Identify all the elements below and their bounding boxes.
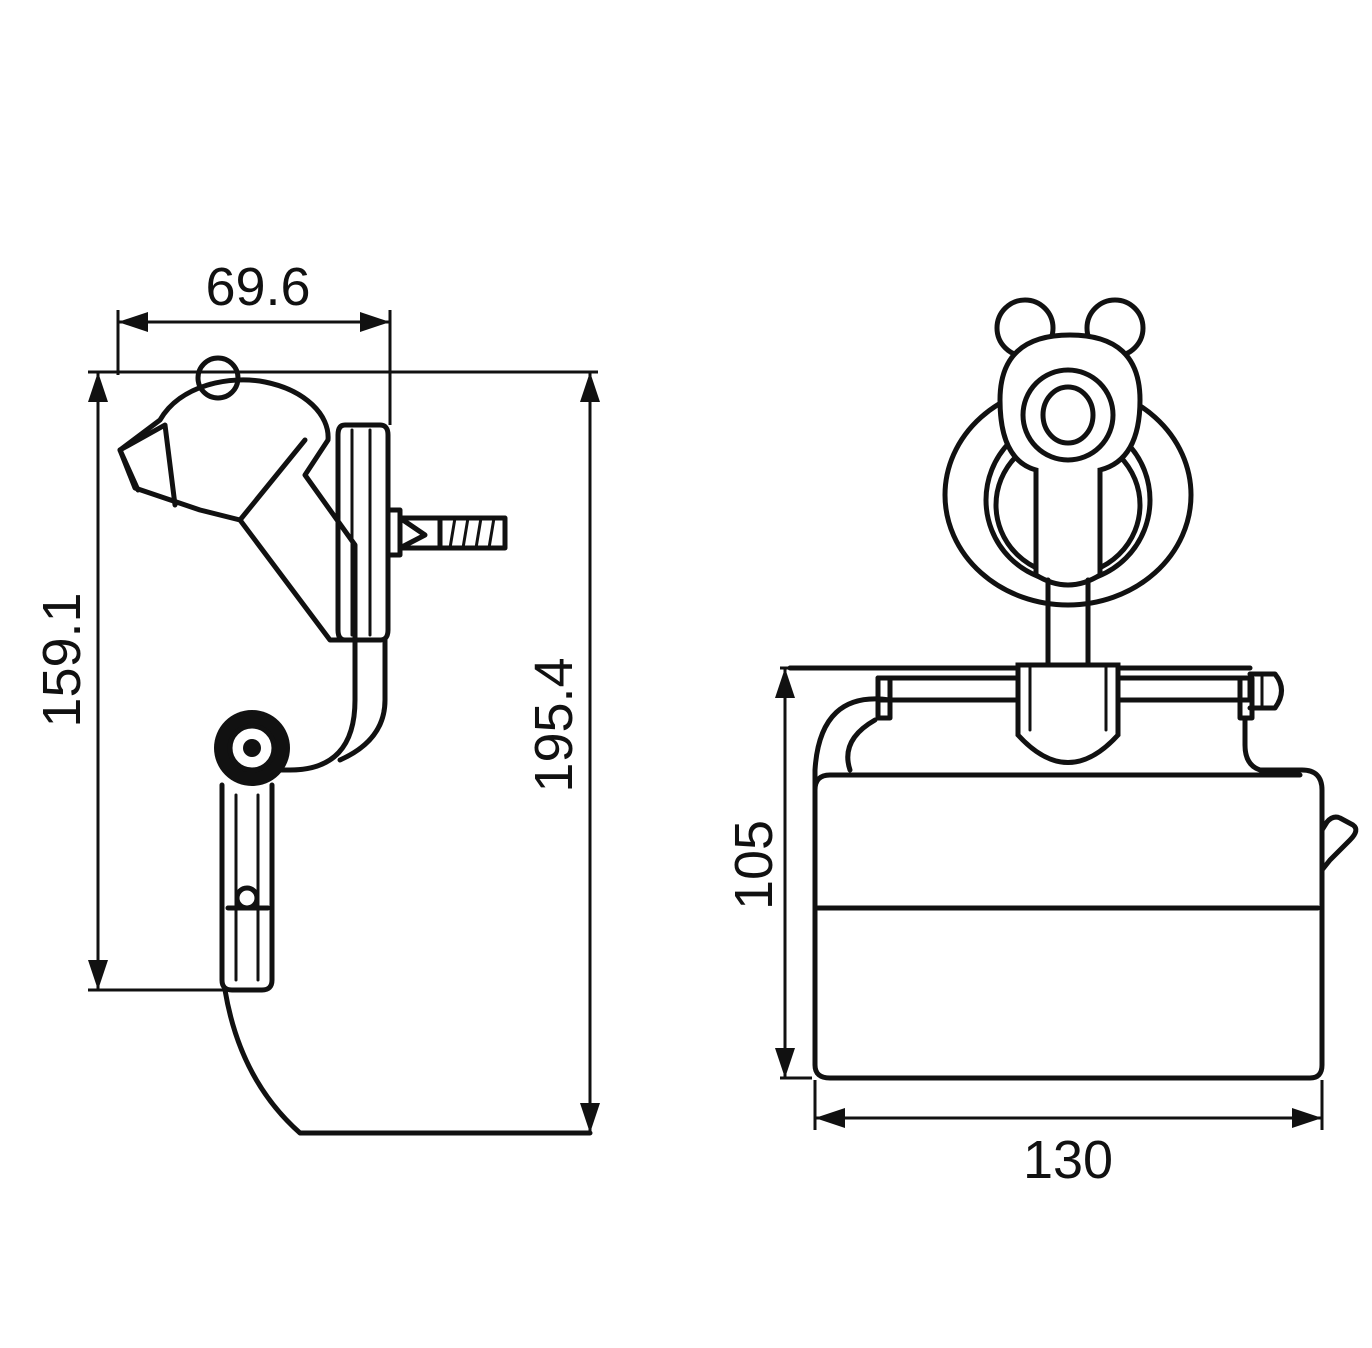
- side-anchor-screw: [385, 507, 508, 558]
- side-view: 69.6 159.1 195.4: [32, 257, 600, 1136]
- side-bear-head: [117, 355, 358, 643]
- side-flap-cover: [222, 987, 593, 1136]
- side-flap-lever: [219, 782, 275, 993]
- side-curved-arm-inner: [337, 637, 388, 763]
- dim-side-width: 69.6: [116, 257, 392, 425]
- front-stem: [1045, 577, 1091, 668]
- dim-side-height-inner: 159.1: [32, 372, 225, 992]
- front-cover: [812, 696, 1359, 1081]
- front-bear-head: [994, 297, 1146, 588]
- dim-front-height-label: 105: [724, 820, 784, 910]
- side-curved-arm: [267, 637, 358, 773]
- dim-side-height-total: 195.4: [524, 372, 600, 1133]
- dim-front-width: 130: [813, 1080, 1324, 1190]
- dim-side-height-total-label: 195.4: [524, 657, 584, 792]
- dim-side-height-inner-label: 159.1: [32, 592, 92, 727]
- front-view: 105 130: [724, 297, 1359, 1190]
- dim-front-height: 105: [724, 666, 812, 1080]
- front-center-hub: [1015, 662, 1121, 765]
- dim-front-width-label: 130: [1023, 1130, 1113, 1190]
- side-wall-plate: [335, 422, 391, 643]
- side-pivot-knob: [214, 710, 290, 786]
- dim-side-width-label: 69.6: [205, 257, 310, 317]
